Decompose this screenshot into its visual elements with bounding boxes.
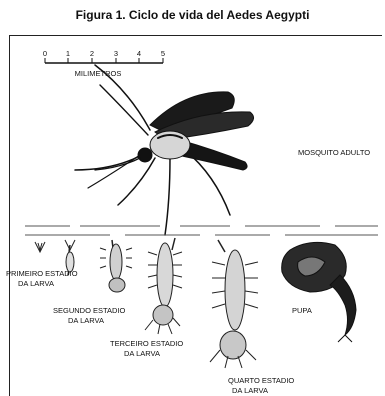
water-surface: [25, 226, 378, 235]
scale-tick-1: 1: [66, 49, 70, 58]
label-larva4-line2: DA LARVA: [232, 386, 268, 395]
label-larva2-line2: DA LARVA: [68, 316, 104, 325]
scale-unit-label: MILIMETROS: [75, 69, 122, 78]
label-larva4-line1: QUARTO ESTADIO: [228, 376, 294, 385]
pupa: [282, 242, 356, 342]
larva-fourth-instar: [210, 240, 258, 368]
scale-tick-3: 3: [114, 49, 118, 58]
scale-tick-4: 4: [137, 49, 141, 58]
adult-mosquito: [75, 65, 254, 235]
larva-second-instar: [100, 240, 132, 292]
label-pupa: PUPA: [292, 306, 312, 315]
label-larva3-line2: DA LARVA: [124, 349, 160, 358]
label-adult-mosquito: MOSQUITO ADULTO: [298, 148, 370, 157]
label-larva2-line1: SEGUNDO ESTADIO: [53, 306, 126, 315]
scale-tick-0: 0: [43, 49, 47, 58]
label-larva1-line1: PRIMEIRO ESTADIO: [6, 269, 78, 278]
label-larva3-line1: TERCEIRO ESTADIO: [110, 339, 183, 348]
scale-tick-2: 2: [90, 49, 94, 58]
label-larva1-line2: DA LARVA: [18, 279, 54, 288]
scale-tick-5: 5: [161, 49, 165, 58]
larva-third-instar: [145, 238, 182, 334]
millimeter-scale: 0 1 2 3 4 5 MILIMETROS: [43, 49, 165, 78]
